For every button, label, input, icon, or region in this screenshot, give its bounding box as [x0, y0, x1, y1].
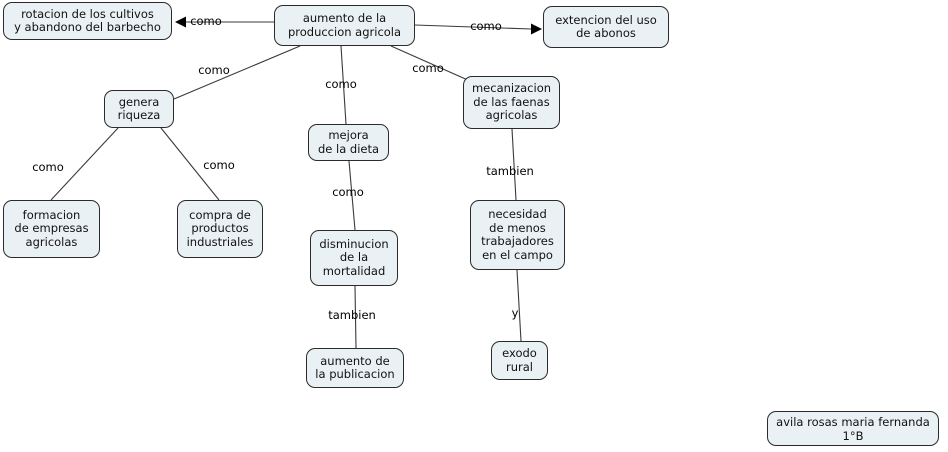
concept-node-mecanizacion[interactable]: mecanizacion de las faenas agricolas — [463, 76, 560, 129]
concept-node-extencion[interactable]: extencion del uso de abonos — [543, 6, 669, 48]
edge-arrowhead-raiz-rotacion — [175, 16, 186, 28]
concept-node-publicacion[interactable]: aumento de la publicacion — [306, 348, 404, 388]
concept-node-mejora[interactable]: mejora de la dieta — [308, 124, 389, 161]
edge-label-raiz-mejora: como — [325, 77, 357, 91]
concept-node-label: genera riqueza — [117, 94, 161, 122]
edge-arrowhead-raiz-extencion — [531, 23, 542, 35]
concept-node-label: necesidad de menos trabajadores en el ca… — [481, 207, 554, 262]
concept-node-rotacion[interactable]: rotacion de los cultivos y abandono del … — [3, 2, 172, 40]
edge-label-raiz-extencion: como — [470, 19, 502, 33]
author-signature-box: avila rosas maria fernanda 1°B — [767, 411, 939, 446]
concept-node-exodo[interactable]: exodo rural — [491, 341, 548, 380]
concept-node-formacion[interactable]: formacion de empresas agricolas — [3, 200, 100, 258]
edge-label-raiz-genera: como — [198, 63, 230, 77]
concept-node-necesidad[interactable]: necesidad de menos trabajadores en el ca… — [470, 200, 565, 270]
concept-node-label: aumento de la publicacion — [315, 353, 395, 381]
concept-node-label: disminucion de la mortalidad — [319, 236, 389, 278]
concept-node-compra[interactable]: compra de productos industriales — [177, 200, 263, 258]
author-signature-text: avila rosas maria fernanda 1°B — [776, 414, 930, 443]
concept-node-label: exodo rural — [502, 346, 537, 374]
edge-label-mecanizacion-necesidad: tambien — [486, 164, 534, 178]
concept-node-raiz[interactable]: aumento de la produccion agricola — [274, 5, 415, 46]
concept-node-label: aumento de la produccion agricola — [287, 11, 402, 39]
concept-node-label: formacion de empresas agricolas — [14, 207, 89, 249]
concept-node-label: extencion del uso de abonos — [555, 12, 657, 40]
edge-label-mejora-disminucion: como — [332, 185, 364, 199]
edge-label-necesidad-exodo: y — [511, 306, 519, 320]
edge-line-raiz-genera — [173, 45, 301, 100]
edge-label-genera-compra: como — [203, 158, 235, 172]
edge-label-raiz-mecanizacion: como — [412, 61, 444, 75]
concept-node-label: compra de productos industriales — [186, 207, 254, 249]
concept-node-disminucion[interactable]: disminucion de la mortalidad — [310, 230, 398, 286]
concept-node-genera[interactable]: genera riqueza — [104, 90, 174, 128]
concept-node-label: mejora de la dieta — [317, 128, 380, 156]
edge-label-raiz-rotacion: como — [190, 14, 222, 28]
concept-node-label: mecanizacion de las faenas agricolas — [471, 81, 552, 123]
edge-label-genera-formacion: como — [32, 160, 64, 174]
concept-node-label: rotacion de los cultivos y abandono del … — [14, 6, 161, 34]
edge-label-disminucion-publicacion: tambien — [328, 308, 376, 322]
